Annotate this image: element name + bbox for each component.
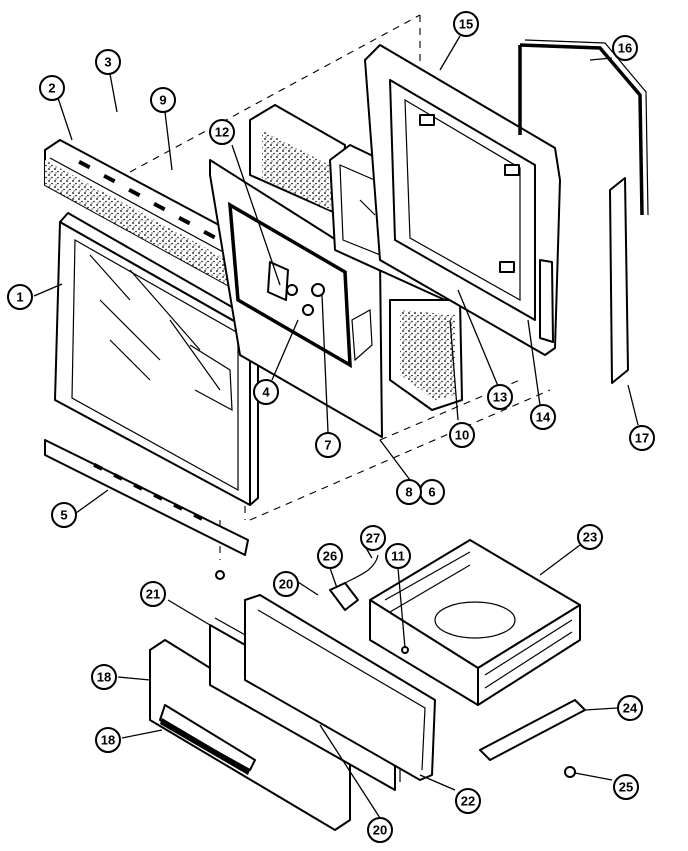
callout-25: 25 <box>613 774 639 800</box>
drawer-switch <box>329 554 379 611</box>
callout-9-label: 9 <box>159 93 166 108</box>
callout-10: 10 <box>449 422 475 448</box>
callout-26: 26 <box>317 543 343 569</box>
callout-24: 24 <box>617 695 643 721</box>
callout-20b-label: 20 <box>373 823 387 838</box>
door-gasket <box>518 39 649 216</box>
side-trim <box>609 177 629 384</box>
callout-1: 1 <box>7 284 33 310</box>
drawer-panel <box>209 594 436 791</box>
door-bottom-trim <box>44 439 249 580</box>
callout-18b-label: 18 <box>101 733 115 748</box>
callout-7: 7 <box>315 432 341 458</box>
callout-22: 22 <box>455 788 481 814</box>
callout-22-label: 22 <box>461 794 475 809</box>
callout-17-label: 17 <box>635 431 649 446</box>
callout-3: 3 <box>95 49 121 75</box>
storage-drawer <box>369 539 581 706</box>
callout-3-label: 3 <box>104 55 111 70</box>
callout-15: 15 <box>453 11 479 37</box>
callout-10-label: 10 <box>455 428 469 443</box>
callout-18a-label: 18 <box>97 670 111 685</box>
oven-door-glass <box>54 212 259 506</box>
callout-17: 17 <box>629 425 655 451</box>
leader-lines <box>33 35 639 819</box>
callout-6: 6 <box>419 479 445 505</box>
callout-13-label: 13 <box>493 390 507 405</box>
callout-7-label: 7 <box>324 438 331 453</box>
drawer-front <box>149 639 351 831</box>
callout-18-drawer-front: 18 <box>91 664 117 690</box>
callout-5-label: 5 <box>60 508 67 523</box>
door-frame <box>364 44 561 356</box>
callout-20-drawer-screw: 20 <box>367 817 393 843</box>
callout-5: 5 <box>51 502 77 528</box>
callout-12: 12 <box>209 119 235 145</box>
callout-12-label: 12 <box>215 125 229 140</box>
control-panel-trim <box>44 139 276 301</box>
callout-18-drawer-handle: 18 <box>95 727 121 753</box>
callout-14: 14 <box>530 404 556 430</box>
callout-8: 8 <box>396 479 422 505</box>
callout-21: 21 <box>140 581 166 607</box>
callout-2: 2 <box>39 75 65 101</box>
callout-2-label: 2 <box>48 81 55 96</box>
callout-20a-label: 20 <box>279 577 293 592</box>
callout-27-label: 27 <box>366 531 380 546</box>
callout-4-label: 4 <box>262 385 270 400</box>
callout-11-label: 11 <box>391 549 405 564</box>
callout-25-label: 25 <box>619 780 633 795</box>
callout-21-label: 21 <box>146 587 160 602</box>
drawer-slide-rail <box>479 699 586 761</box>
callout-14-label: 14 <box>536 410 551 425</box>
callout-4: 4 <box>253 379 279 405</box>
callout-20-switch: 20 <box>273 571 299 597</box>
callout-1-label: 1 <box>16 290 23 305</box>
callout-24-label: 24 <box>623 701 638 716</box>
callout-23-label: 23 <box>583 530 597 545</box>
callout-13: 13 <box>487 384 513 410</box>
inner-door-liner <box>209 159 383 438</box>
callout-11: 11 <box>385 543 411 569</box>
callout-15-label: 15 <box>459 17 473 32</box>
callout-16-label: 16 <box>618 41 632 56</box>
callout-26-label: 26 <box>323 549 337 564</box>
callout-6-label: 6 <box>428 485 435 500</box>
drawer-roller <box>564 766 576 778</box>
callout-16: 16 <box>612 35 638 61</box>
callout-27: 27 <box>360 525 386 551</box>
callout-23: 23 <box>577 524 603 550</box>
callout-8-label: 8 <box>405 485 412 500</box>
callout-9: 9 <box>150 87 176 113</box>
